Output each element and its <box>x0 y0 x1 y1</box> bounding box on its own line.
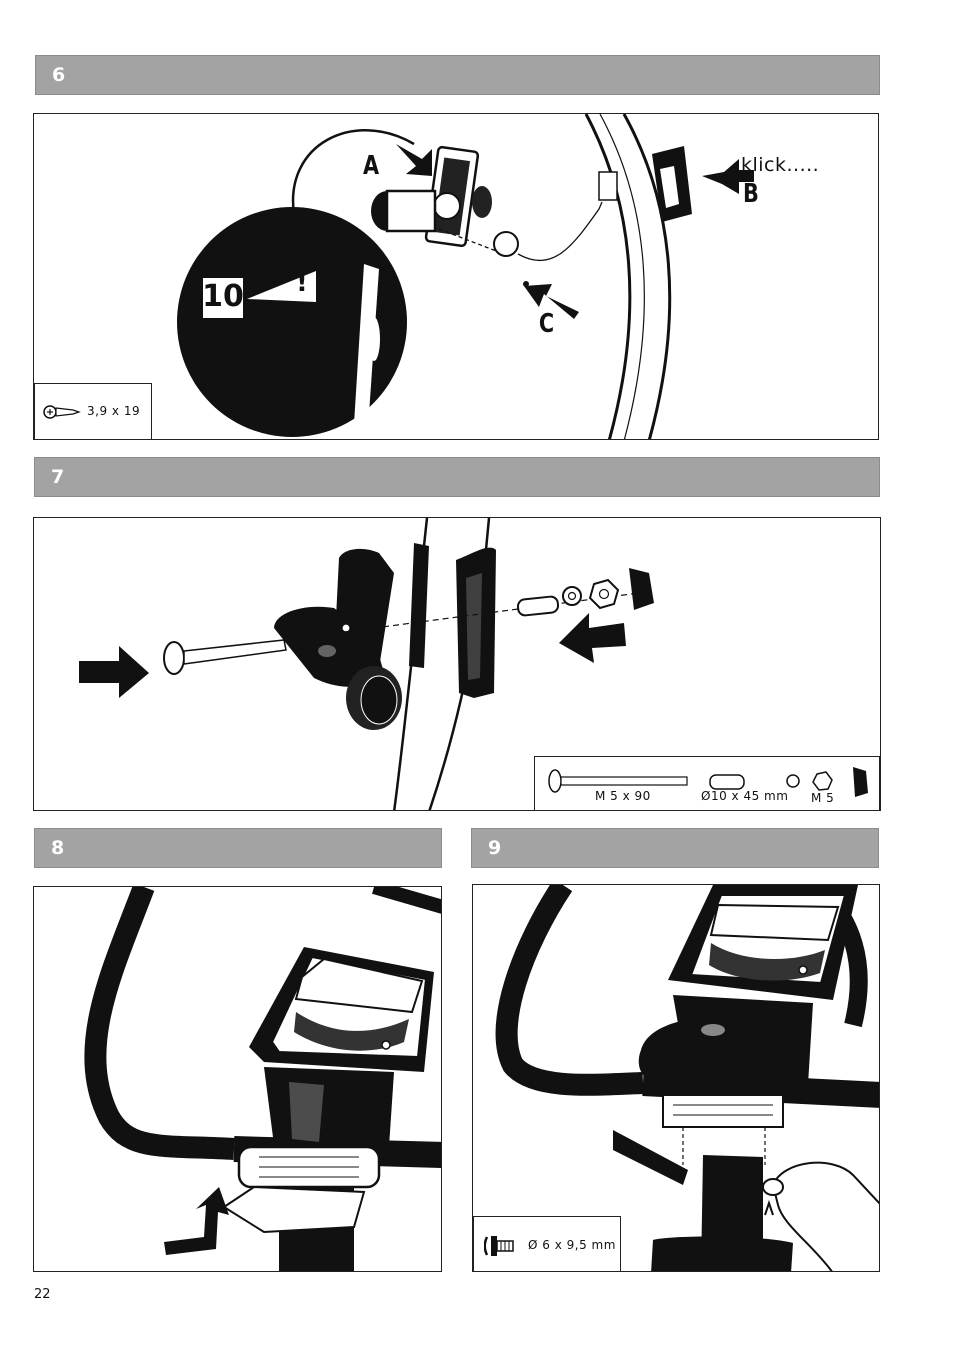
step-6-header: 6 <box>35 55 880 95</box>
step-9-header: 9 <box>471 828 879 868</box>
step-6-drawing <box>177 114 754 439</box>
step-7-header: 7 <box>34 457 880 497</box>
klick-label: klick..... <box>741 154 820 176</box>
callout-c: C <box>538 309 555 339</box>
step-8-drawing <box>84 887 441 1271</box>
step-6-number: 6 <box>52 64 66 86</box>
step-7-parts-drawing <box>548 767 868 797</box>
screw-size: Ø 6 x 9,5 mm <box>528 1238 616 1252</box>
step-8-header: 8 <box>34 828 442 868</box>
callout-a: A <box>363 151 380 181</box>
step-9-parts-legend: Ø 6 x 9,5 mm <box>473 1216 621 1271</box>
step-7-illustration: M 5 x 90 Ø10 x 45 mm M 5 <box>33 517 881 811</box>
page-number: 22 <box>34 1287 51 1302</box>
step-9-drawing <box>495 885 879 1271</box>
manual-page-badge: 10 <box>202 279 244 314</box>
step-6-parts-legend: 3,9 x 19 <box>34 383 152 439</box>
step-8-number: 8 <box>51 837 65 859</box>
warning-mark: ! <box>296 268 308 298</box>
step-9-illustration: Ø 6 x 9,5 mm <box>472 884 880 1272</box>
callout-b: B <box>742 179 759 209</box>
step-8-illustration <box>33 886 442 1272</box>
spacer-size: Ø10 x 45 mm <box>701 789 789 803</box>
nut-size: M 5 <box>811 791 835 805</box>
screw-size: 3,9 x 19 <box>87 404 141 418</box>
step-7-parts-legend: M 5 x 90 Ø10 x 45 mm M 5 <box>534 756 880 810</box>
step-7-drawing <box>79 518 654 810</box>
screw-icon <box>43 405 81 419</box>
bolt-size: M 5 x 90 <box>595 789 651 803</box>
step-7-number: 7 <box>51 466 65 488</box>
screw-icon <box>484 1236 514 1256</box>
step-9-number: 9 <box>488 837 502 859</box>
step-6-illustration: A B C klick..... 10 ! 3,9 x 19 <box>33 113 879 440</box>
